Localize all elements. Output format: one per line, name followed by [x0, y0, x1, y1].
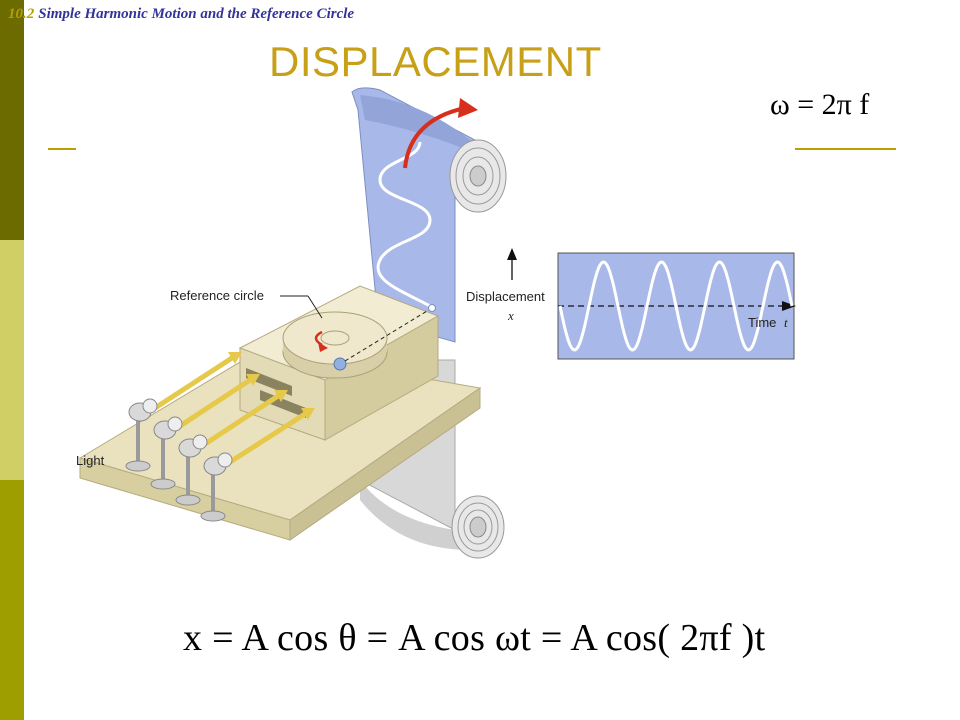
tape-sine-trace [376, 141, 432, 308]
section-number: 10.2 [8, 6, 35, 22]
projection-line [344, 307, 433, 362]
displacement-time-graph: Displacement x Time t [466, 248, 796, 360]
light-beams [153, 352, 315, 465]
displacement-formula: x = A cos θ = A cos ωt = A cos( 2πf )t [183, 617, 766, 659]
top-paper-roll [360, 95, 507, 213]
bottom-paper-roll [360, 480, 505, 559]
tape-trace-point [428, 304, 436, 312]
reference-circle-label: Reference circle [170, 288, 264, 303]
time-t-label: t [784, 315, 788, 330]
reference-circle-illustration: Reference circle Light Displacement x Ti… [76, 87, 796, 559]
angular-frequency-formula: ω = 2π f [770, 88, 870, 121]
displacement-x-label: x [507, 308, 514, 323]
reference-ball [333, 357, 347, 371]
sidebar-band-bottom [0, 480, 24, 720]
light-label: Light [76, 453, 105, 468]
roll-rotation-arrow [403, 106, 466, 169]
roll-rotation-arrowhead [458, 98, 478, 118]
turntable-rotation-arrowhead [318, 342, 328, 352]
reference-circle-leader [307, 295, 323, 319]
title-rule-left [48, 148, 76, 150]
block-slot [260, 390, 306, 418]
reference-turntable [282, 311, 388, 379]
time-axis-arrowhead [782, 301, 796, 311]
table-side [289, 387, 481, 541]
lamp [150, 416, 183, 490]
page-title: DISPLACEMENT [269, 38, 602, 85]
time-label: Time [748, 315, 776, 330]
lamp [200, 452, 233, 522]
section-title: Simple Harmonic Motion and the Reference… [38, 6, 355, 22]
displacement-label: Displacement [466, 289, 545, 304]
sidebar-band-middle [0, 240, 24, 480]
block-side [324, 315, 439, 441]
light-lamps [125, 398, 233, 522]
displacement-axis-arrowhead [507, 248, 517, 260]
title-rule-right [795, 148, 896, 150]
graph-sine-wave [558, 260, 794, 352]
lamp [125, 398, 158, 472]
sidebar-bands [0, 0, 24, 720]
lamp [175, 434, 208, 506]
sidebar-band-top [0, 0, 24, 240]
